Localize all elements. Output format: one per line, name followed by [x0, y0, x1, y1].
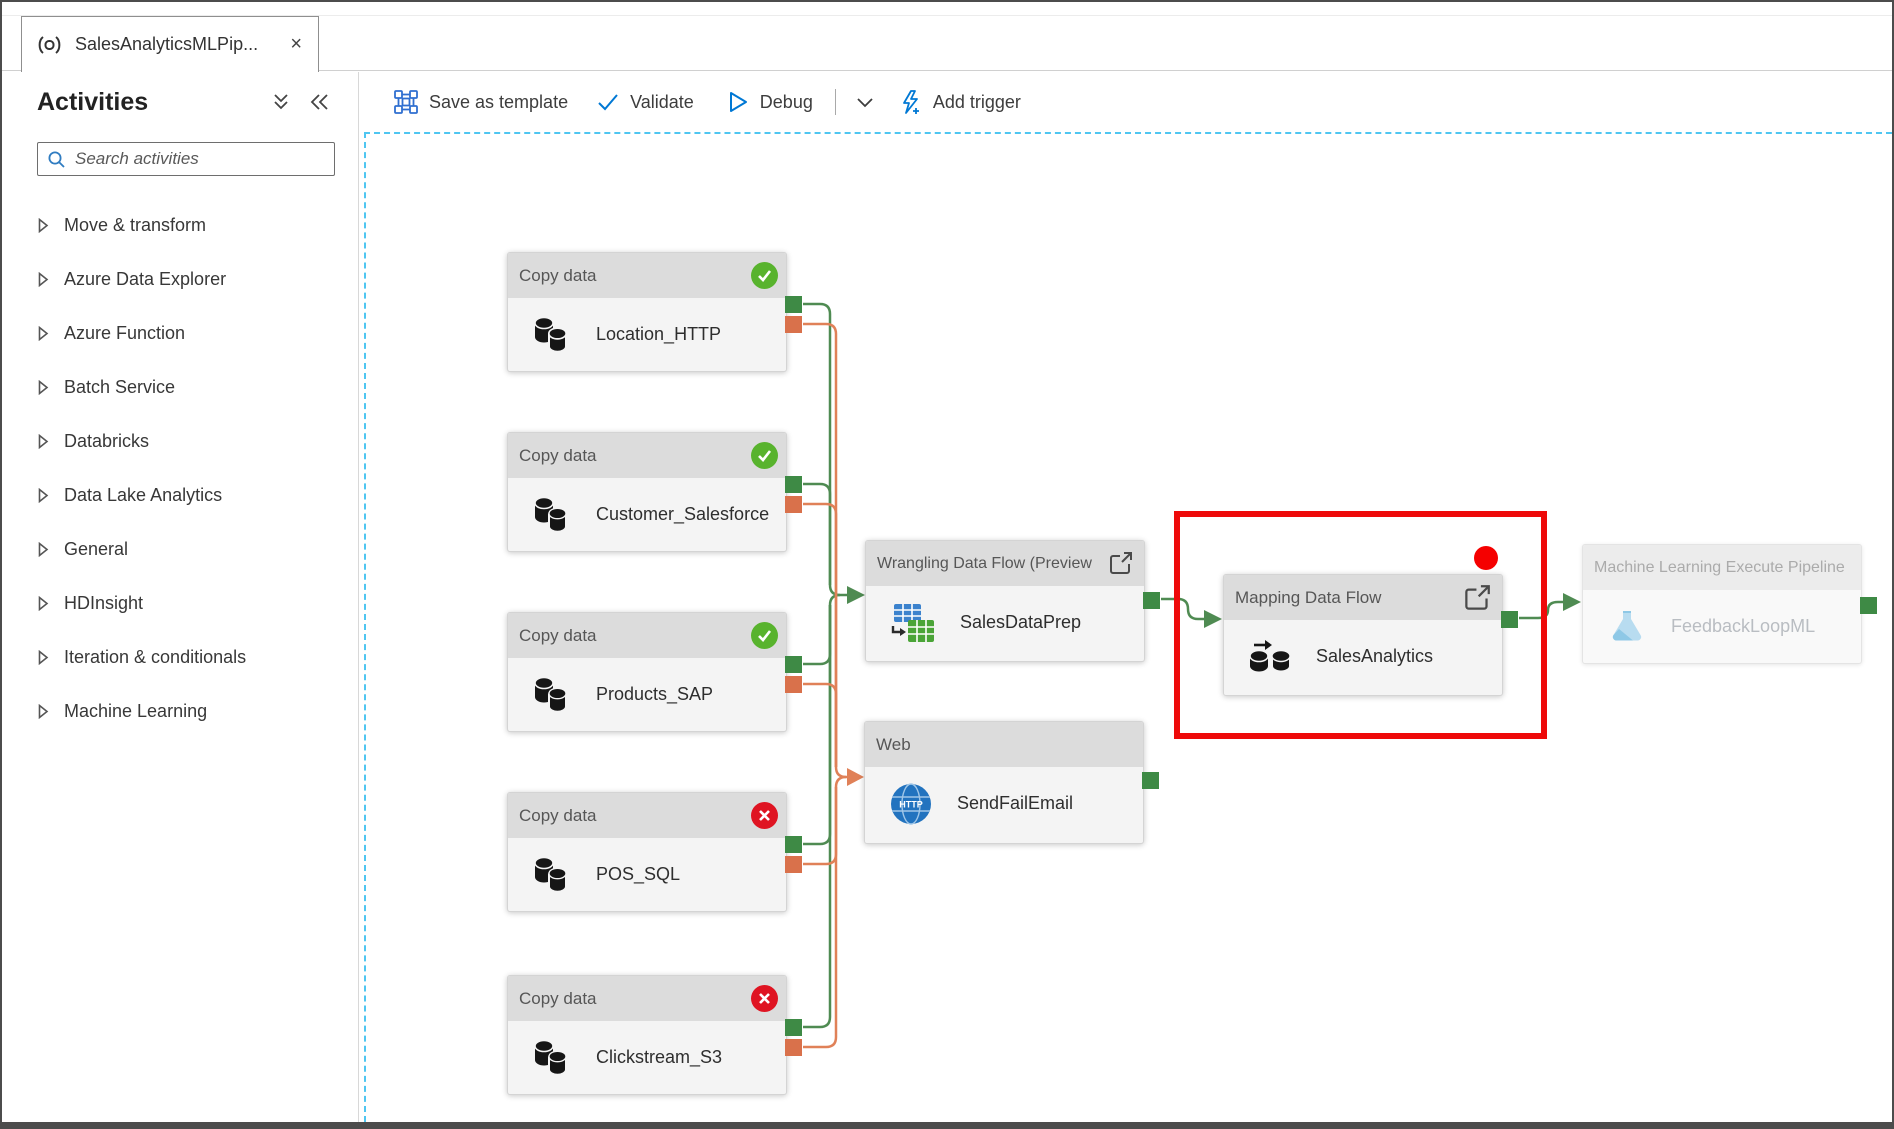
machine-learning-flask-icon	[1607, 607, 1647, 647]
activity-categories: Move & transform Azure Data Explorer Azu…	[2, 198, 358, 738]
copy-data-icon	[532, 496, 572, 534]
failure-output-port[interactable]	[785, 496, 802, 513]
search-icon	[47, 150, 66, 169]
lightning-plus-icon	[898, 89, 923, 115]
success-output-port[interactable]	[785, 836, 802, 853]
play-icon	[726, 90, 750, 114]
tab-bar: SalesAnalyticsMLPip... ×	[2, 15, 1892, 73]
svg-text:HTTP: HTTP	[899, 799, 923, 809]
activities-header: Activities	[2, 72, 358, 132]
highlight-dot	[1474, 546, 1498, 570]
failure-output-port[interactable]	[785, 676, 802, 693]
activity-node-salesdataprep[interactable]: Wrangling Data Flow (Preview Sal	[865, 540, 1160, 662]
output-port[interactable]	[1501, 611, 1518, 628]
success-output-port[interactable]	[785, 476, 802, 493]
category-move-transform[interactable]: Move & transform	[2, 198, 358, 252]
error-status-icon	[751, 985, 778, 1012]
collapse-panel-icon[interactable]	[308, 91, 330, 113]
template-icon	[393, 89, 419, 115]
copy-data-icon	[532, 856, 572, 894]
activity-node-customer-salesforce[interactable]: Copy data Customer_Salesforce	[507, 432, 802, 552]
failure-output-port[interactable]	[785, 1039, 802, 1056]
success-output-port[interactable]	[785, 1019, 802, 1036]
activity-node-sendfailemail[interactable]: Web HTTP SendFailEmail	[864, 721, 1159, 844]
activity-name: Customer_Salesforce	[596, 504, 770, 524]
category-batch-service[interactable]: Batch Service	[2, 360, 358, 414]
error-status-icon	[751, 802, 778, 829]
category-general[interactable]: General	[2, 522, 358, 576]
pipeline-tab[interactable]: SalesAnalyticsMLPip... ×	[21, 16, 319, 73]
save-as-template-button[interactable]: Save as template	[393, 89, 568, 115]
category-machine-learning[interactable]: Machine Learning	[2, 684, 358, 738]
activities-panel: Activities Move & transform Azure Data E…	[2, 72, 359, 1122]
add-trigger-button[interactable]: Add trigger	[898, 89, 1021, 115]
failure-output-port[interactable]	[785, 316, 802, 333]
success-status-icon	[751, 262, 778, 289]
search-input[interactable]	[75, 149, 325, 169]
debug-button[interactable]: Debug	[726, 90, 813, 114]
activity-node-products-sap[interactable]: Copy data Products_SAP	[507, 612, 802, 732]
category-azure-data-explorer[interactable]: Azure Data Explorer	[2, 252, 358, 306]
success-output-port[interactable]	[785, 296, 802, 313]
activity-name: POS_SQL	[596, 864, 681, 884]
collapse-all-icon[interactable]	[270, 91, 292, 113]
success-status-icon	[751, 442, 778, 469]
web-http-icon: HTTP	[889, 782, 933, 826]
activity-node-clickstream-s3[interactable]: Copy data Clickstream_S3	[507, 975, 802, 1095]
category-hdinsight[interactable]: HDInsight	[2, 576, 358, 630]
tab-title: SalesAnalyticsMLPip...	[75, 34, 259, 54]
tab-close-icon[interactable]: ×	[290, 33, 302, 55]
activities-title: Activities	[37, 87, 149, 116]
activity-name: FeedbackLoopML	[1671, 616, 1816, 636]
activity-name: Location_HTTP	[596, 324, 722, 344]
pipeline-icon	[36, 35, 63, 55]
output-port[interactable]	[1860, 597, 1877, 614]
activity-node-salesanalytics[interactable]: Mapping Data Flow	[1223, 574, 1518, 696]
activity-name: SendFailEmail	[957, 793, 1074, 813]
activity-node-feedbackloopml[interactable]: Machine Learning Execute Pipeline Feedba…	[1582, 544, 1877, 664]
check-icon	[596, 90, 620, 114]
category-iteration-conditionals[interactable]: Iteration & conditionals	[2, 630, 358, 684]
copy-data-icon	[532, 676, 572, 714]
output-port[interactable]	[1142, 772, 1159, 789]
debug-options-chevron[interactable]	[854, 91, 876, 113]
activity-node-pos-sql[interactable]: Copy data POS_SQL	[507, 792, 802, 912]
output-port[interactable]	[1143, 592, 1160, 609]
toolbar-divider	[834, 89, 836, 115]
activity-name: SalesAnalytics	[1316, 646, 1434, 666]
failure-output-port[interactable]	[785, 856, 802, 873]
success-output-port[interactable]	[785, 656, 802, 673]
open-in-new-icon[interactable]	[1463, 584, 1491, 612]
mapping-data-flow-icon	[1248, 637, 1292, 677]
activity-name: SalesDataPrep	[960, 612, 1082, 632]
activity-name: Clickstream_S3	[596, 1047, 723, 1067]
copy-data-icon	[532, 316, 572, 354]
category-data-lake-analytics[interactable]: Data Lake Analytics	[2, 468, 358, 522]
copy-data-icon	[532, 1039, 572, 1077]
success-status-icon	[751, 622, 778, 649]
activity-name: Products_SAP	[596, 684, 714, 704]
validate-button[interactable]: Validate	[596, 90, 694, 114]
wrangling-data-flow-icon	[890, 602, 936, 644]
open-in-new-icon[interactable]	[1108, 551, 1133, 576]
category-databricks[interactable]: Databricks	[2, 414, 358, 468]
search-activities-box[interactable]	[37, 142, 335, 176]
pipeline-toolbar: Save as template Validate Debug	[360, 72, 1892, 132]
activity-node-location-http[interactable]: Copy data Location_HTTP	[507, 252, 802, 372]
category-azure-function[interactable]: Azure Function	[2, 306, 358, 360]
